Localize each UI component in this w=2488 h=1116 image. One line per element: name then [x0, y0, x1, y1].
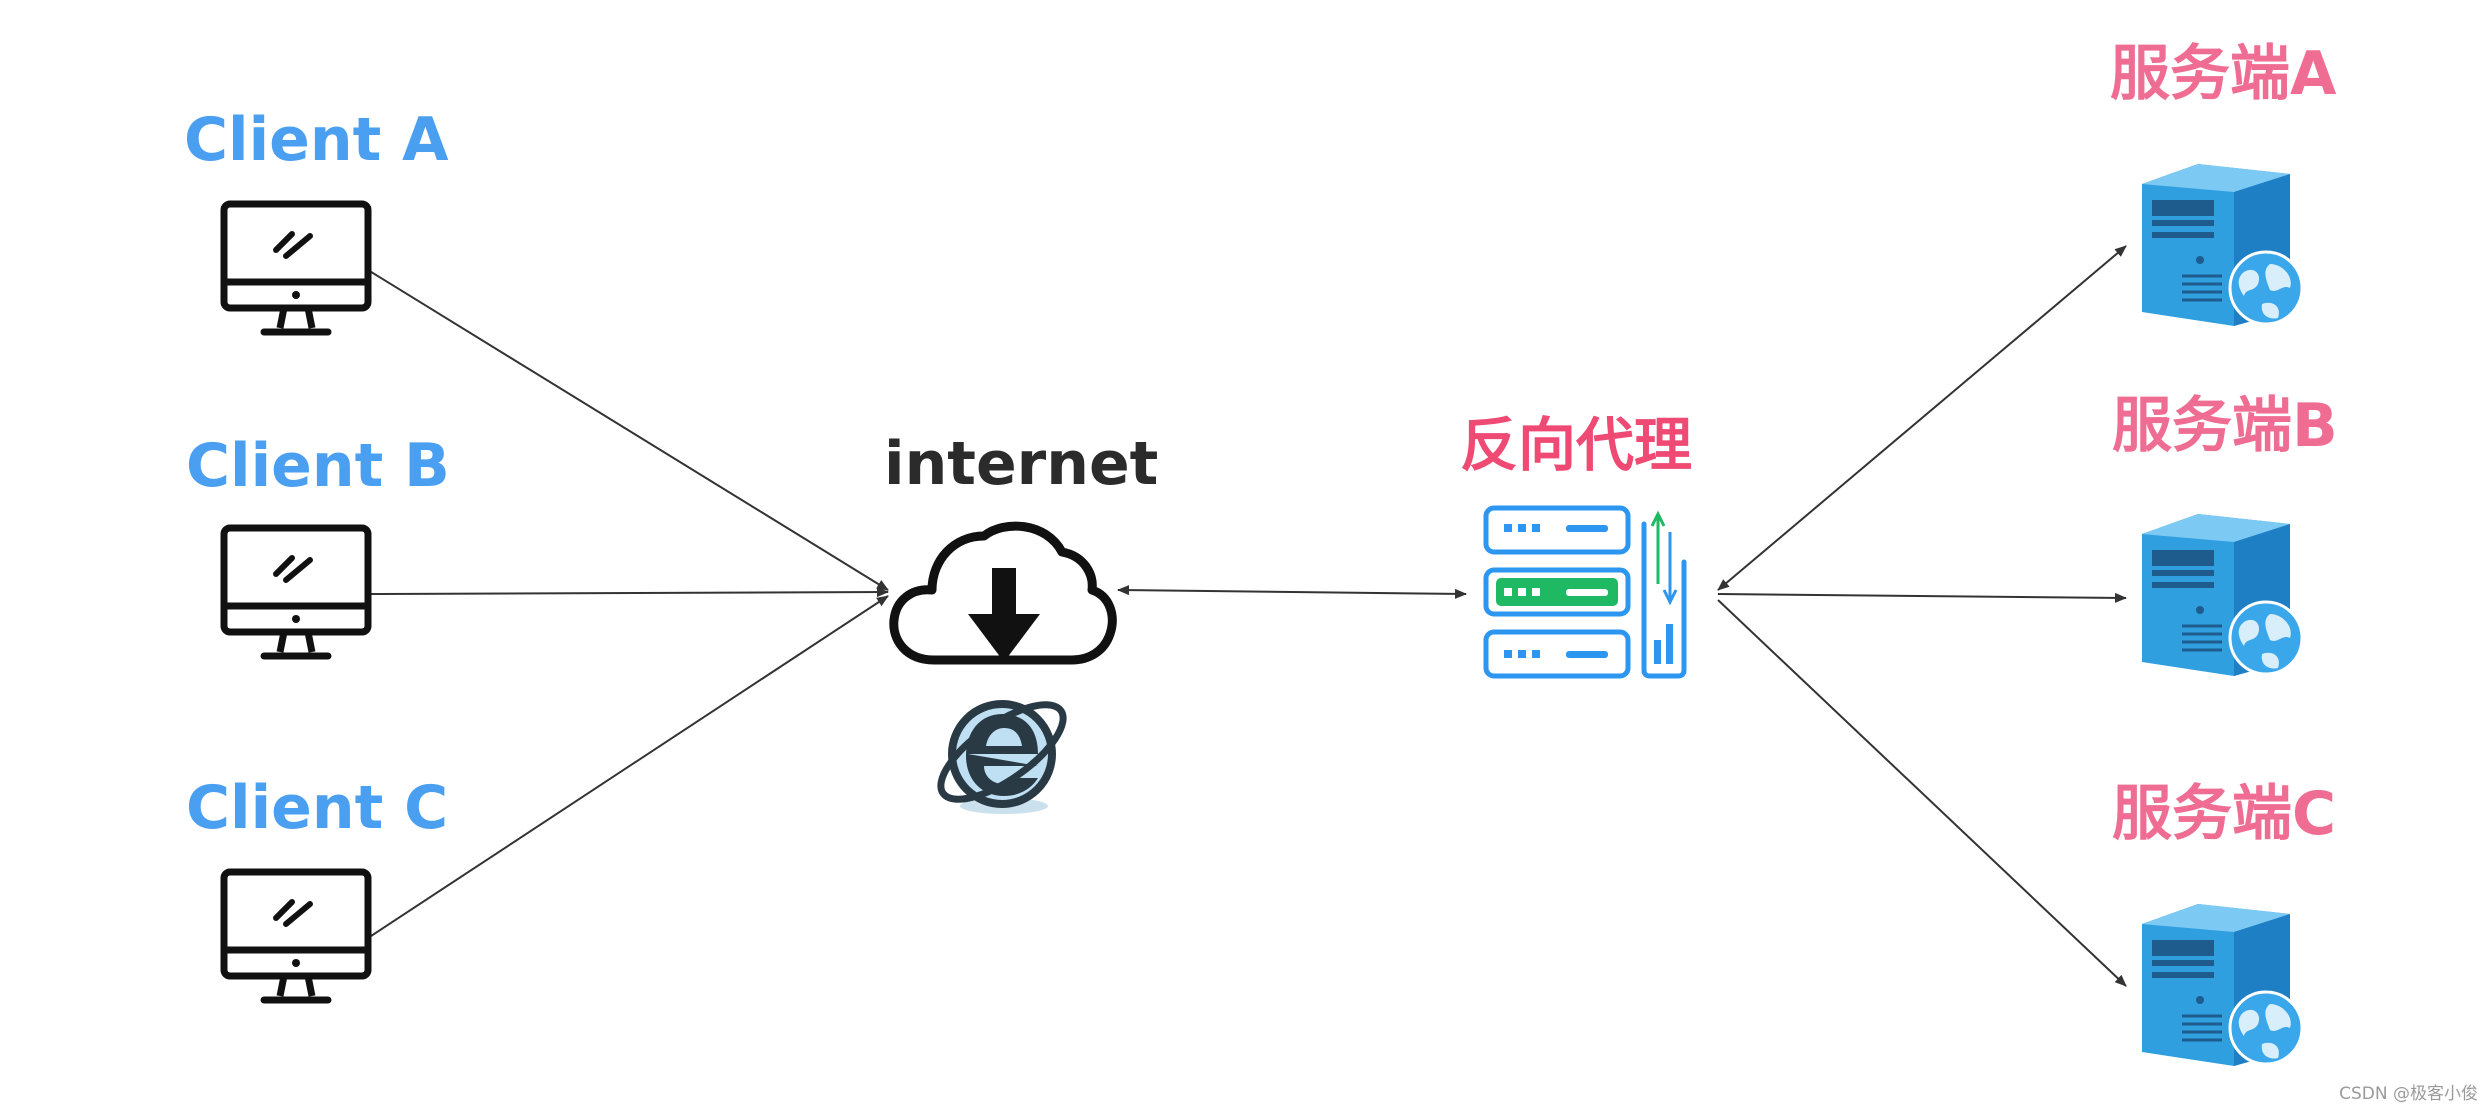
line-client-a-internet: [367, 269, 889, 591]
line-proxy-server-b: [1717, 592, 2127, 603]
line-client-c-internet: [367, 595, 889, 939]
client-a-label: Client A: [184, 105, 449, 175]
server-b-label: 服务端B: [2112, 391, 2338, 461]
proxy-label: 反向代理: [1460, 411, 1693, 479]
line-internet-proxy: [1117, 585, 1467, 599]
server-globe-icon: [2142, 164, 2304, 326]
internet-label: internet: [884, 429, 1159, 499]
line-proxy-server-c: [1717, 599, 2127, 987]
monitor-icon: [220, 868, 372, 1004]
client-b-label: Client B: [186, 431, 450, 501]
server-globe-icon: [2142, 904, 2304, 1066]
server-a-label: 服务端A: [2110, 39, 2337, 109]
client-c-label: Client C: [186, 773, 449, 843]
monitor-icon: [220, 200, 372, 336]
cloud-download-icon: [889, 521, 1117, 665]
watermark: CSDN @极客小俊: [2339, 1084, 2478, 1104]
ie-browser-icon: [937, 700, 1067, 814]
monitor-icon: [220, 524, 372, 660]
line-proxy-server-a: [1717, 245, 2127, 591]
server-c-label: 服务端C: [2112, 779, 2337, 849]
line-client-b-internet: [367, 587, 889, 598]
server-globe-icon: [2142, 514, 2304, 676]
server-rack-icon: [1483, 505, 1687, 679]
